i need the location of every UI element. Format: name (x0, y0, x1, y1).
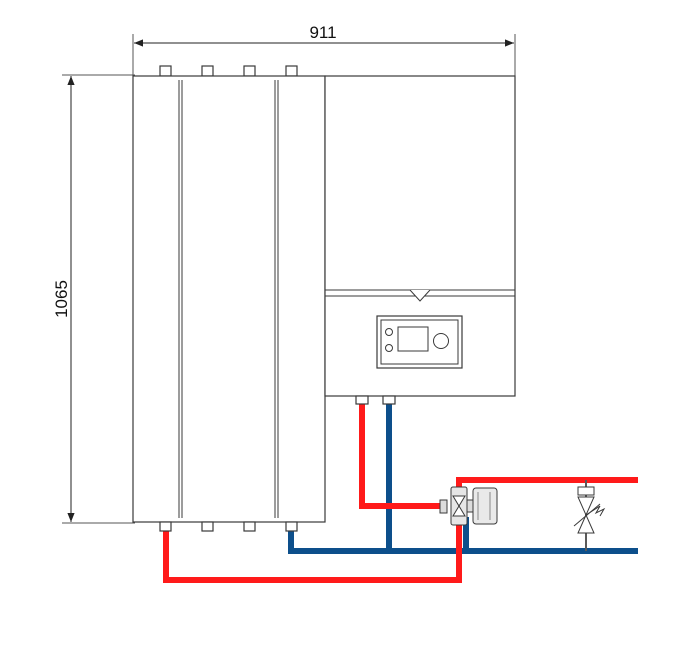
valve-triangle-bottom (452, 505, 466, 517)
storage-tank (132, 65, 326, 532)
unit-flow-connector (355, 395, 369, 405)
height-dimension: 1065 (52, 74, 135, 524)
unit-flow-pipe (359, 403, 440, 509)
top-connector-1 (159, 65, 172, 77)
bottom-connector-1 (159, 521, 172, 532)
width-dimension: 911 (132, 23, 516, 76)
valve-triangle-top (452, 495, 466, 507)
three-way-valve-icon (439, 486, 498, 526)
bypass-valve-spring (585, 505, 606, 517)
bypass-valve-triangle-top (577, 496, 595, 517)
return-main-pipe (288, 528, 638, 554)
height-label: 1065 (52, 280, 71, 318)
tank-flow-pipe (163, 477, 638, 583)
top-connector-2 (201, 65, 214, 77)
width-label: 911 (309, 23, 336, 42)
top-connector-4 (285, 65, 298, 77)
bypass-valve-triangle-bottom (577, 513, 595, 534)
unit-return-connector (382, 395, 396, 405)
heat-pump-unit (324, 75, 516, 405)
tank-body (132, 75, 326, 523)
top-connector-3 (243, 65, 256, 77)
overflow-valve-icon (573, 486, 606, 534)
display-screen (397, 326, 429, 352)
control-knob-icon (433, 333, 449, 349)
unit-notch (409, 289, 431, 302)
control-panel-frame (376, 315, 463, 369)
control-button-bottom-icon (385, 344, 393, 352)
control-panel (376, 315, 463, 369)
tank-bottom-connectors (159, 521, 298, 532)
bottom-connector-2 (201, 521, 214, 532)
bypass-valve-cap (577, 486, 595, 496)
valve-actuator (472, 487, 498, 525)
bottom-connector-4 (285, 521, 298, 532)
tank-top-connectors (159, 65, 298, 77)
valve-stem (466, 499, 474, 513)
control-panel-inner (380, 319, 459, 365)
valve-inlet-stub (439, 499, 448, 514)
bottom-connector-3 (243, 521, 256, 532)
bypass-valve-adjust-line (573, 503, 601, 527)
control-button-top-icon (385, 328, 393, 336)
